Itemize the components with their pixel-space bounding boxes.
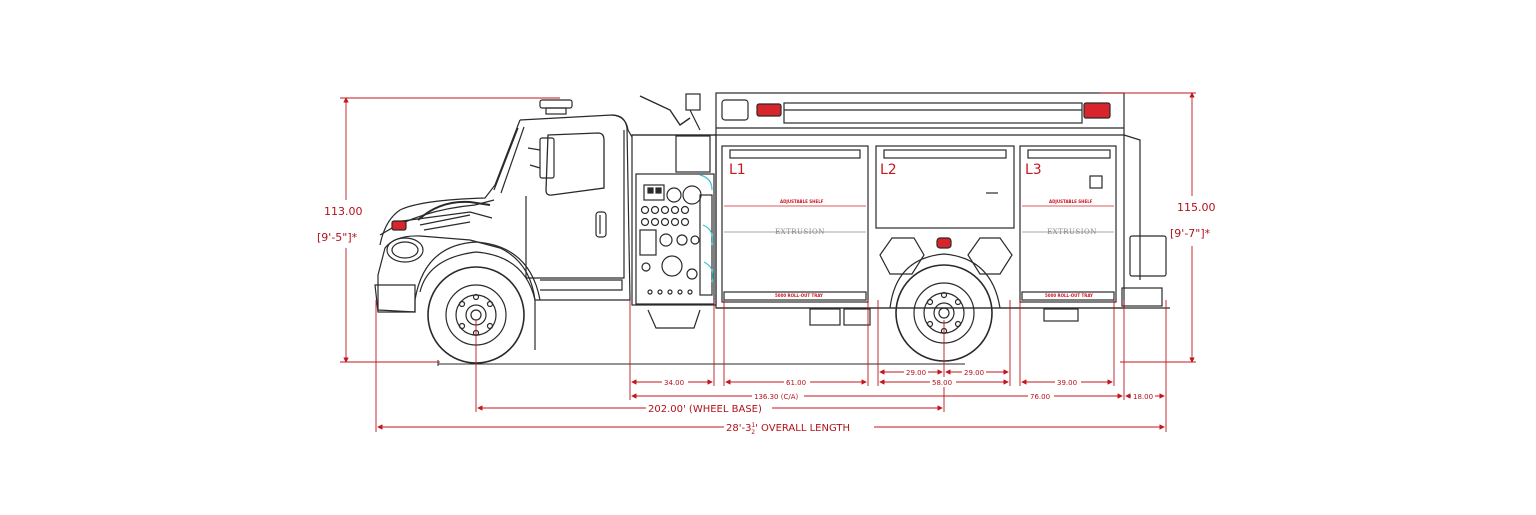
dim-mid-b: 29.00 <box>964 369 984 377</box>
dimension-lines <box>340 92 1196 432</box>
l3-tray-label: 5000 ROLL-OUT TRAY <box>1045 293 1093 298</box>
dim-body: 76.00 <box>1030 393 1050 401</box>
front-height-value: 113.00 <box>324 205 363 218</box>
dim-pump-panel: 34.00 <box>664 379 684 387</box>
truck-drawing <box>374 92 1170 366</box>
dim-l1: 61.00 <box>786 379 806 387</box>
compartment-l3 <box>1019 145 1117 303</box>
l3-extrusion-label: EXTRUSION <box>1047 228 1097 236</box>
dim-cab-to-axle: 136.30 (C/A) <box>754 393 798 401</box>
dim-l3: 39.00 <box>1057 379 1077 387</box>
compartment-label-l3: L3 <box>1025 162 1042 178</box>
compartment-label-l1: L1 <box>729 162 746 178</box>
cab <box>374 99 633 350</box>
dim-rear-overhang: 18.00 <box>1133 393 1153 401</box>
compartment-l1 <box>721 145 869 303</box>
apparatus-body <box>715 92 1170 326</box>
l1-tray-label: 5000 ROLL-OUT TRAY <box>775 293 823 298</box>
pump-panel <box>631 93 717 329</box>
l1-extrusion-label: EXTRUSION <box>775 228 825 236</box>
l3-shelf-label: ADJUSTABLE SHELF <box>1049 199 1093 204</box>
rear-height-feet: [9'-7"]* <box>1170 227 1211 240</box>
l1-shelf-label: ADJUSTABLE SHELF <box>780 199 824 204</box>
dim-wheel-base: 202.00' (WHEEL BASE) <box>648 404 762 415</box>
dim-mid-a: 29.00 <box>906 369 926 377</box>
compartment-l2 <box>875 145 1015 309</box>
rear-height-value: 115.00 <box>1177 201 1216 214</box>
front-height-feet: [9'-5"]* <box>317 231 358 244</box>
compartment-label-l2: L2 <box>880 162 897 178</box>
dim-mid-total: 58.00 <box>932 379 952 387</box>
